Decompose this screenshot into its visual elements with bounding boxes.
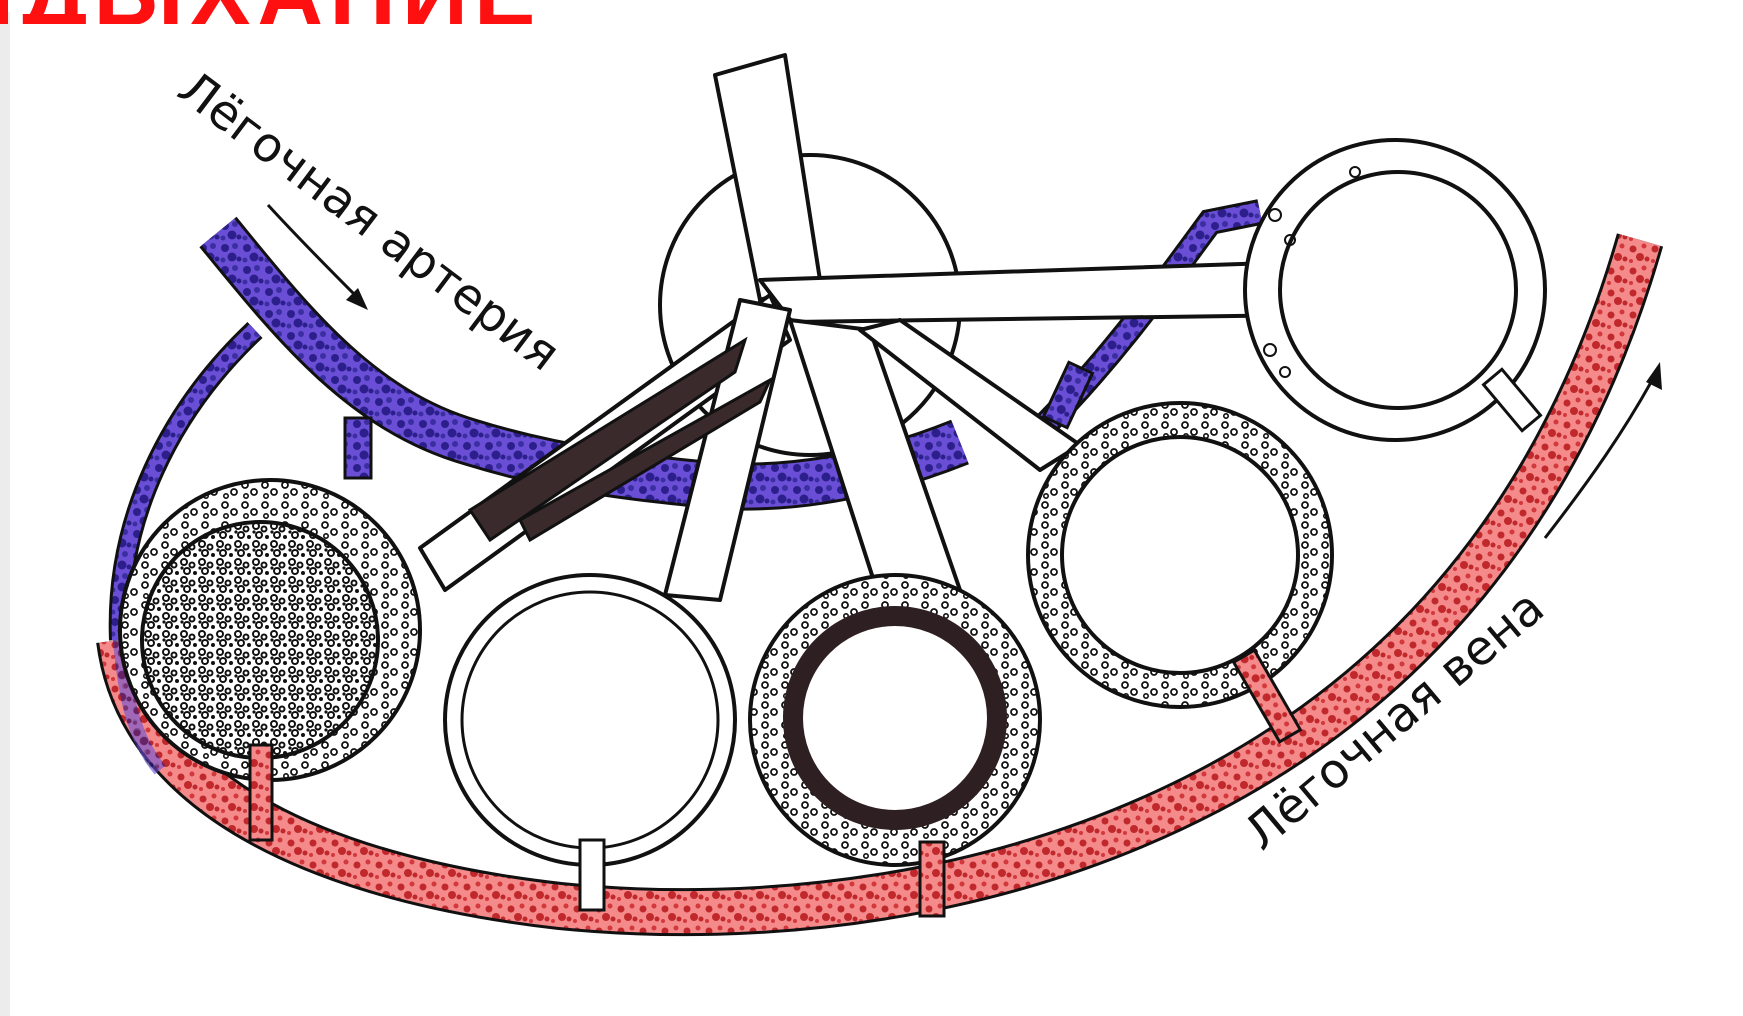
pulmonary-artery-label: Лёгочная артерия: [168, 60, 570, 382]
alveolus-fluid-filled: [120, 480, 420, 840]
alveolus-normal-empty: [445, 575, 735, 910]
alveolus-upper-right: [1245, 140, 1545, 440]
alveolus-dotted-wall: [1028, 403, 1332, 742]
